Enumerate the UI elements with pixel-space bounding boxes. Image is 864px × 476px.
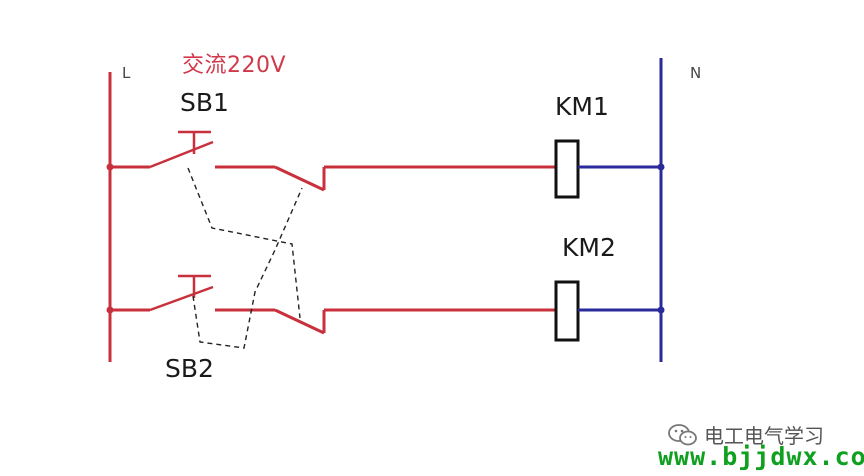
- km1-label: KM1: [555, 92, 609, 121]
- supply-label: 交流220V: [182, 53, 287, 78]
- neutral-label: N: [690, 64, 702, 82]
- sb1-label: SB1: [180, 88, 229, 117]
- km1-coil: [554, 139, 580, 199]
- rung-2: [106, 274, 665, 342]
- site-url: www.bjjdwx.com: [658, 442, 864, 471]
- watermark: 电工电气学习: [668, 420, 824, 449]
- live-label: L: [122, 64, 131, 82]
- sb1-contact: [149, 130, 214, 169]
- sb2-interlock-contact: [274, 165, 326, 192]
- km2-label: KM2: [562, 233, 616, 262]
- sb1-interlock-contact: [274, 308, 326, 335]
- rung-1: [106, 130, 665, 199]
- km2-coil: [554, 280, 580, 342]
- sb2-contact: [149, 274, 214, 312]
- mechanical-linkage: [187, 167, 303, 349]
- watermark-account: 电工电气学习: [704, 424, 824, 448]
- sb2-label: SB2: [165, 354, 214, 383]
- wechat-icon: [668, 423, 697, 445]
